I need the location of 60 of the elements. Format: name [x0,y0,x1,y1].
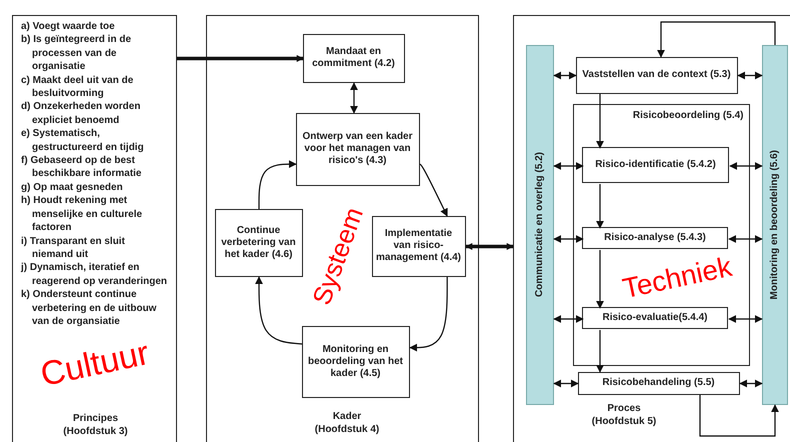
box-text: Implementatie van risico-management (4.4) [376,228,462,264]
process-panel [513,15,790,442]
process-box [578,372,740,394]
box-text: Vaststellen van de context (5.3) [582,69,731,81]
arrow [553,315,584,323]
arrow [596,330,604,373]
panel-caption: Proces (Hoofdstuk 5) [590,402,658,428]
arrow [465,243,514,250]
box-text: Monitoring en beoordeling van het kader (4.5) [306,344,404,380]
process-box [582,307,728,329]
arrow [729,162,763,170]
box-text: Risico-evaluatie(5.4.4) [602,312,708,324]
process-box [214,208,302,276]
panel-caption: Kader (Hoofdstuk 4) [314,410,380,436]
panel-caption: Principes (Hoofdstuk 3) [63,412,128,438]
arrow [553,380,579,388]
arrow [553,162,584,170]
box-text: Ontwerp van een kader voor het managen van risico's (4.3) [301,131,414,167]
box-text: Risico-identificatie (5.4.2) [595,159,716,171]
arrow [657,21,776,58]
process-box [582,227,728,249]
vertical-text: Communicatie en overleg (5.2) [534,152,545,298]
principles-panel [12,15,177,442]
process-box [302,34,404,82]
process-box [296,112,420,186]
arrow [553,72,577,80]
box-text: Risico-analyse (5.4.3) [604,232,706,244]
vertical-text: Monitoring en beoordeling (5.6) [769,150,780,300]
process-box [372,216,466,276]
process-box [582,147,729,183]
arrow [350,82,358,114]
arrow [739,380,763,388]
arrow [737,72,763,80]
process-box [576,56,738,94]
arrow [420,164,448,217]
principle-item: a) Voegt waarde toe [21,20,116,34]
arrow [553,235,584,243]
principle-item: g) Op maat gesneden [21,180,124,194]
assessment-group-box [572,104,750,366]
process-box [302,326,410,398]
arrow [596,94,604,149]
arrow [255,276,302,345]
arrow [596,250,604,309]
overlay-word: Techniek [620,252,734,304]
box-text: Risicobehandeling (5.5) [602,377,715,389]
overlay-word: Cultuur [37,335,152,392]
framework-panel [206,15,479,442]
group-heading: Risicobeoordeling (5.4) [632,108,744,122]
arrow [596,184,604,229]
arrow [699,395,779,437]
box-text: Mandaat en commitment (4.2) [311,46,396,70]
principle-item: k) Ondersteunt continue verbetering en de uitbouw van de organsiatie [21,288,158,328]
arrow [258,160,297,209]
monitoring-bar [762,44,788,404]
arrow [728,235,763,243]
arrow [728,315,763,323]
arrow [409,277,448,352]
arrow [177,55,304,62]
box-text: Continue verbetering van het kader (4.6) [220,224,297,260]
communication-bar [526,44,554,404]
